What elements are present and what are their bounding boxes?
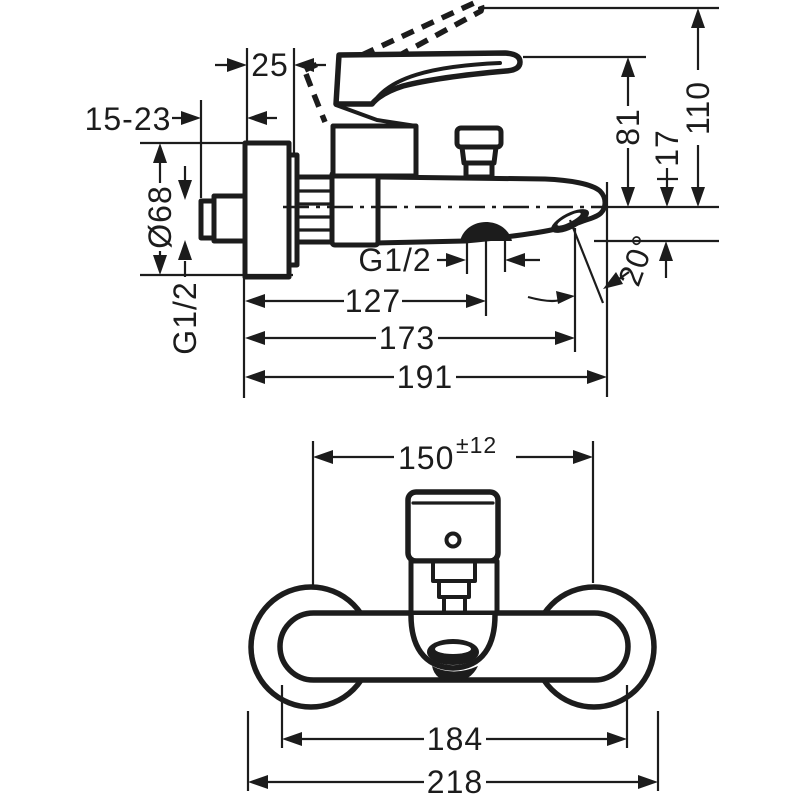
dim-ghalf-wall-arrow-top [178, 180, 192, 200]
cartridge-sleeve-steps [431, 561, 477, 613]
body-connector-block [329, 169, 381, 248]
ext-lines-218 [246, 711, 660, 791]
handle-raised-dashed-outline [360, 0, 485, 58]
aerator-front-highlight [435, 644, 471, 654]
dim-173-label: 173 [379, 320, 435, 356]
hex-union-nut [294, 174, 335, 245]
escutcheon-side [242, 140, 292, 280]
dim-25-arrow-right [294, 58, 314, 72]
dim-191-label: 191 [397, 359, 453, 395]
dim-218-arrow-right [638, 775, 658, 789]
dim-1523-arrow-right [247, 111, 267, 125]
handle-lever-skirt [334, 103, 418, 128]
dim-110-arrow-bottom [691, 187, 705, 207]
side-view: 25 15-23 Ø68 G1/2 110 81 17 20° G1/2 127… [85, 0, 719, 398]
ext-lines-hose-outlet [465, 241, 507, 316]
dim-110-arrow-top [691, 8, 705, 28]
dim-150-arrow-left [313, 450, 333, 464]
angle-20-arc [527, 295, 561, 303]
dim-68-arrow-bottom [153, 255, 167, 275]
angle-20-tail [618, 271, 630, 280]
cartridge-sleeve-front [408, 558, 500, 616]
dim-150-tolerance-label: ±12 [456, 432, 497, 458]
handle-indicator-dot [444, 531, 462, 549]
diverter-knob-cap [454, 125, 504, 150]
spout-body [375, 174, 608, 246]
front-view: 150 ±12 184 218 [246, 432, 660, 800]
cartridge-housing-side [330, 123, 419, 179]
dim-17-arrow-up [659, 241, 673, 261]
angle-20-reference-line [568, 219, 605, 304]
dim-150-label: 150 [398, 440, 454, 476]
diverter-knob-stem [463, 160, 495, 180]
dim-ghalf-outlet-arrow-right [505, 253, 525, 267]
dim-127-arrow-right [466, 294, 486, 308]
dim-17-stems [657, 168, 678, 278]
dim-25-arrow-left [227, 58, 247, 72]
dim-ghalf-outlet-arrow-left [446, 253, 466, 267]
thread-wall-label: G1/2 [167, 281, 203, 354]
dim-184-label: 184 [427, 721, 483, 757]
hose-outlet-boss [460, 222, 512, 241]
dim-110-label: 110 [680, 81, 716, 135]
angle-20-label: 20° [611, 230, 662, 291]
handle-raised-dashed-pivot [303, 60, 328, 124]
ext-lines-184 [280, 685, 629, 748]
ext-lines-150 [311, 441, 595, 585]
dim-81-arrow-bottom [621, 187, 635, 207]
dim-191-arrow-left [245, 370, 265, 384]
handle-lever-side [333, 50, 523, 107]
dim-17-label: 17 [649, 129, 685, 167]
dim-1523-arrow-left [181, 111, 201, 125]
dim-15-23-label: 15-23 [85, 101, 172, 137]
dim-127-arrow-left [245, 294, 265, 308]
dim-150-arrow-right [573, 450, 593, 464]
dim-68-arrow-top [153, 143, 167, 163]
dim-191-arrow-right [587, 370, 607, 384]
dim-218-arrow-left [248, 775, 268, 789]
dim-o68-label: Ø68 [142, 185, 178, 248]
front-view-fixture [248, 489, 657, 710]
dim-25-label: 25 [251, 47, 289, 83]
dim-218-label: 218 [427, 764, 483, 800]
dim-ghalf-wall-arrow-bottom [178, 240, 192, 260]
dim-173-arrow-right [555, 331, 575, 345]
angle-20-arrow-right [603, 272, 623, 289]
front-view-dimensions [246, 441, 660, 791]
side-view-dimensions [140, 6, 719, 398]
thread-outlet-label: G1/2 [358, 242, 431, 278]
hex-union-flats [295, 189, 334, 232]
dim-17-arrow-down [660, 187, 674, 207]
wall-nipple-body [211, 193, 248, 244]
angle-20-arrow-left [556, 291, 575, 304]
ext-lines-escutcheon-dia [140, 141, 293, 277]
dim-184-arrow-left [282, 732, 302, 746]
dim-184-arrow-right [607, 732, 627, 746]
dim-81-label: 81 [610, 108, 646, 146]
dim-127-label: 127 [345, 283, 401, 319]
spout-front-lip [432, 666, 478, 682]
dim-173-arrow-left [245, 331, 265, 345]
handle-lever-inner-curve [372, 61, 502, 104]
dim-81-arrow-top [621, 57, 635, 77]
side-view-fixture [198, 0, 608, 280]
